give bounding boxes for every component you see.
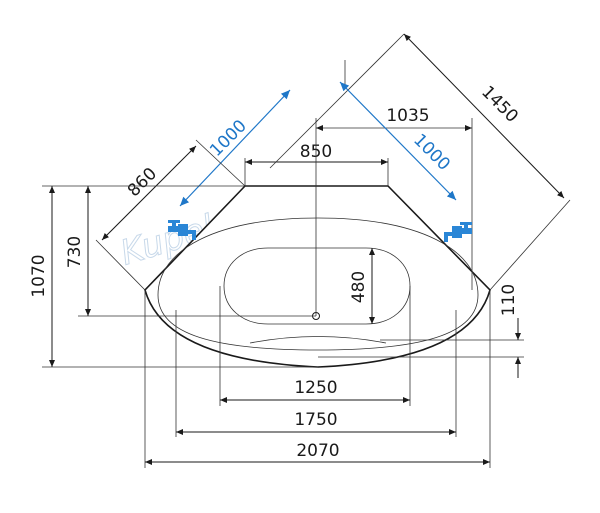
dim-label-1250: 1250 (294, 378, 337, 398)
dim-label-1070: 1070 (29, 254, 49, 297)
bathtub-outline (144, 185, 491, 368)
dim-label-1000-right: 1000 (409, 130, 454, 175)
basin-front-lip (249, 336, 387, 344)
dim-label-2070: 2070 (296, 441, 339, 461)
dim-label-730: 730 (65, 236, 85, 268)
ext-line (195, 139, 246, 187)
dim-label-110: 110 (499, 284, 519, 316)
dim-label-1035: 1035 (386, 106, 429, 126)
ext-line (95, 239, 146, 291)
ext-line (269, 119, 319, 169)
dim-label-1750: 1750 (294, 410, 337, 430)
dim-line-1000-left (179, 89, 291, 207)
faucet-icon (168, 220, 196, 240)
basin-outer-rim (157, 217, 479, 351)
basin-inner (223, 247, 411, 325)
dim-line-1000-right (339, 81, 457, 201)
faucet-icon (444, 222, 472, 242)
dim-label-480: 480 (349, 271, 369, 303)
dim-label-1450: 1450 (477, 82, 522, 127)
dim-line-860 (101, 145, 197, 241)
dim-line-1450 (403, 33, 565, 199)
ext-line (489, 199, 571, 291)
dim-label-860: 860 (124, 164, 161, 201)
ext-line (315, 33, 405, 123)
